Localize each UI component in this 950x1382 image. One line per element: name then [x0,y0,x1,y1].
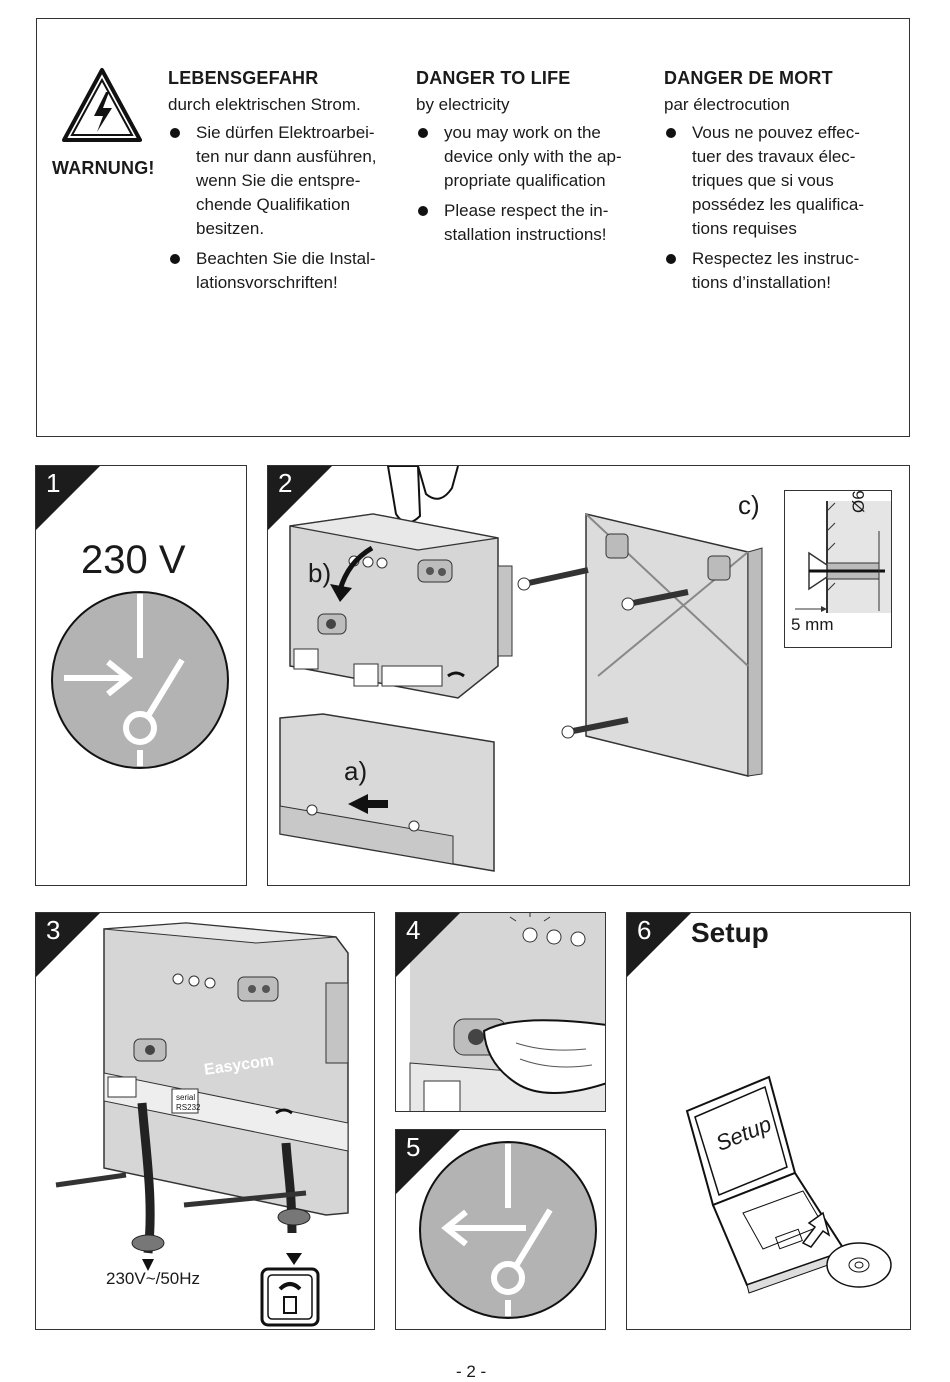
bullet-line: you may work on the [444,123,601,142]
step-number: 1 [46,468,61,498]
bullet-line: tions d’installation! [692,273,831,292]
bullet-line: propriate qualification [444,171,606,190]
warning-column-en: DANGER TO LIFE by electricity you may wo… [416,68,656,247]
bullet-line: tuer des travaux élec- [692,147,856,166]
step-number-badge [36,466,100,530]
column-title: DANGER TO LIFE [416,68,571,88]
column-subtitle: durch elektrischen Strom. [168,95,361,114]
bullet-item: Respectez les instruc- tions d’installat… [664,247,904,295]
bullet-line: triques que si vous [692,171,834,190]
step-number: 2 [278,468,293,498]
bullet-dot-icon [418,206,428,216]
bullet-line: stallation instructions! [444,225,607,244]
step-3-panel: 3 Easycom serial RS232 230V~/50Hz [35,912,375,1330]
warning-column-fr: DANGER DE MORT par électrocution Vous ne… [664,68,904,295]
high-voltage-warning-icon [62,66,142,151]
bullet-line: device only with the ap- [444,147,622,166]
bullet-dot-icon [418,128,428,138]
step-number: 4 [406,915,421,945]
bullet-item: Sie dürfen Elektroarbei- ten nur dann au… [168,121,408,241]
step-1-panel: 1 230 V [35,465,247,886]
rs232-label: RS232 [176,1103,201,1112]
bullet-item: Please respect the in- stallation instru… [416,199,656,247]
step-label-a: a) [344,756,368,786]
bullet-line: ten nur dann ausführen, [196,147,377,166]
step-number-badge [36,913,100,977]
step-number-badge [627,913,691,977]
step-6-panel: 6 Setup Setup [626,912,911,1330]
step-number: 5 [406,1132,421,1162]
bullet-item: Vous ne pouvez effec- tuer des travaux é… [664,121,904,241]
bullet-line: Beachten Sie die Instal- [196,249,376,268]
step-2-panel: 2 [267,465,910,886]
bullet-line: Please respect the in- [444,201,609,220]
bullet-line: Respectez les instruc- [692,249,860,268]
bullet-line: Vous ne pouvez effec- [692,123,860,142]
bullet-dot-icon [666,128,676,138]
column-subtitle: by electricity [416,95,510,114]
mains-label: 230V~/50Hz [106,1269,201,1288]
wiring-illustration [55,922,349,1327]
laptop-illustration [685,1075,892,1294]
depth-dimension: 5 mm [791,615,834,634]
bullet-dot-icon [170,254,180,264]
bullet-item: you may work on the device only with the… [416,121,656,193]
switch-off-icon [51,591,229,769]
diameter-dimension: Ø6 [849,490,868,513]
warning-label: WARNUNG! [52,158,155,178]
bullet-line: Sie dürfen Elektroarbei- [196,123,375,142]
column-title: LEBENSGEFAHR [168,68,319,88]
bullet-item: Beachten Sie die Instal- lationsvorschri… [168,247,408,295]
bullet-line: tions requises [692,219,797,238]
setup-title: Setup [691,917,769,948]
mounting-illustration [279,466,763,872]
step-label-c: c) [738,490,760,520]
bullet-dot-icon [170,128,180,138]
bullet-line: possédez les qualifica- [692,195,864,214]
bullet-line: besitzen. [196,219,265,238]
step-number: 3 [46,915,61,945]
serial-label: serial [176,1093,196,1102]
bullet-line: wenn Sie die entspre- [196,171,361,190]
wall-plug-diagram [795,501,891,613]
drill-detail-inset: 5 mm Ø6 [784,490,892,648]
step-5-panel: 5 [395,1129,606,1330]
warning-column-de: LEBENSGEFAHR durch elektrischen Strom. S… [168,68,408,295]
bullet-line: lationsvorschriften! [196,273,338,292]
step-4-panel: 4 [395,912,606,1112]
step-label-b: b) [308,558,332,588]
warning-box [36,18,910,437]
voltage-label: 230 V [81,538,186,582]
switch-on-icon [419,1141,597,1319]
step-number-badge [268,466,332,530]
column-title: DANGER DE MORT [664,68,833,88]
bullet-dot-icon [666,254,676,264]
step-number: 6 [637,915,652,945]
column-subtitle: par électrocution [664,95,790,114]
bullet-line: chende Qualifikation [196,195,351,214]
page-number: - 2 - [456,1362,487,1381]
step-number-badge [396,913,460,977]
